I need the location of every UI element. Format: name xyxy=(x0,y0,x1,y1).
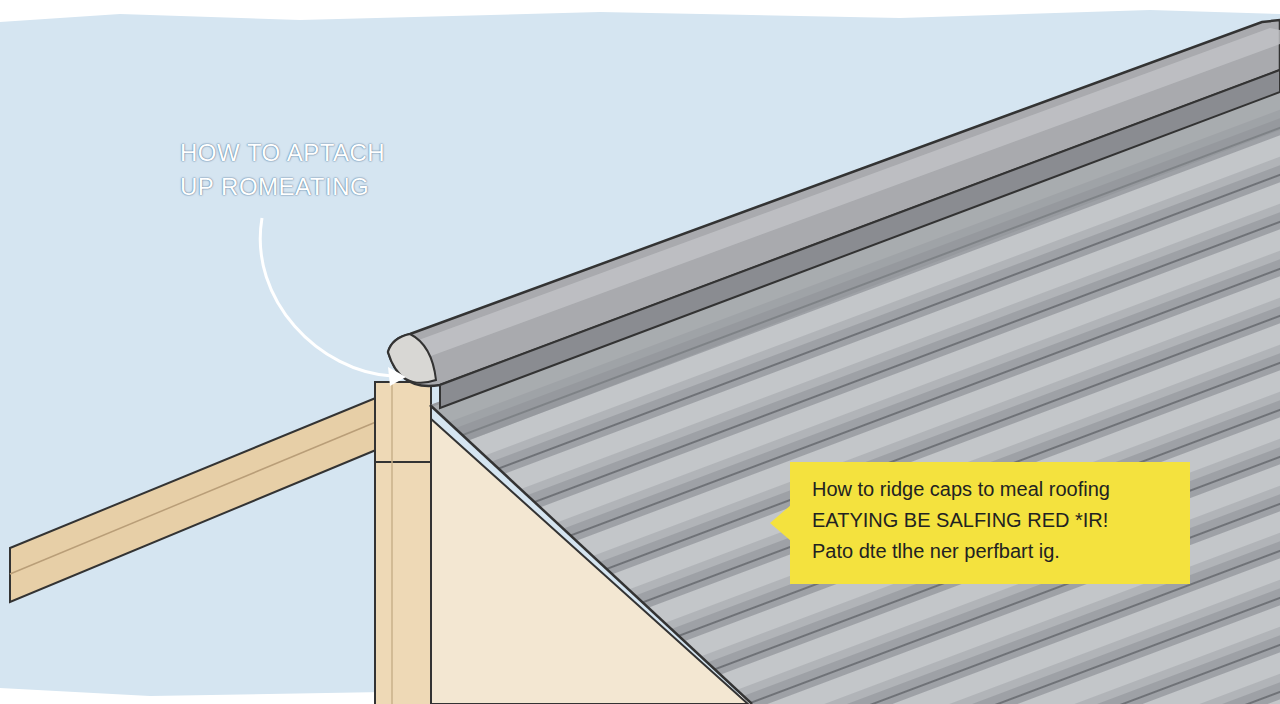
corner-post xyxy=(375,382,431,704)
callout-label: HOW TO APTACH UP ROMEATING xyxy=(180,136,395,203)
callout-text: Pato dte tlhe ner perfbart ig. xyxy=(812,536,1172,567)
ridge-cap xyxy=(388,20,1280,386)
callout-text: EATYING BE SALFING RED *IR! xyxy=(812,505,1172,536)
arrow-head xyxy=(388,367,406,386)
leader-arrow xyxy=(260,218,392,376)
callout-pointer xyxy=(769,503,791,543)
callout-box: How to ridge caps to meal roofingEATYING… xyxy=(790,462,1190,584)
fascia-board xyxy=(10,388,400,602)
callout-text: How to ridge caps to meal roofing xyxy=(812,474,1172,505)
ridge-cap-lip xyxy=(440,70,1280,408)
